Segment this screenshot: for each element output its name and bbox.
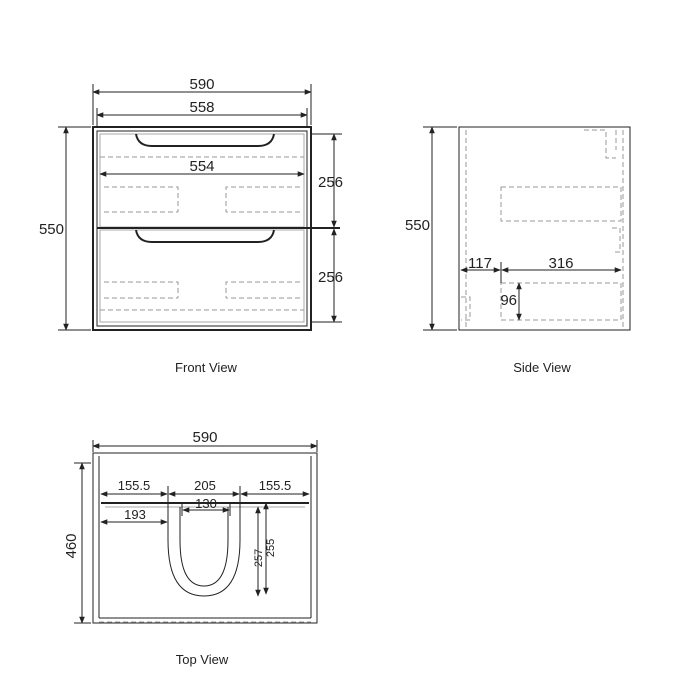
- top-left-depth-label: 193: [124, 507, 146, 522]
- top-cutout-width-label: 205: [194, 478, 216, 493]
- side-view-caption: Side View: [513, 360, 571, 375]
- side-view: 550 117 316 96 Side View: [405, 126, 631, 375]
- bottom-drawer-handle: [135, 229, 275, 243]
- front-overall-width-label: 590: [189, 76, 214, 93]
- top-view-caption: Top View: [176, 652, 229, 667]
- side-drawer-height-label: 96: [500, 292, 517, 309]
- top-cabinet-outline: [92, 452, 318, 624]
- top-drawer-handle: [135, 133, 275, 147]
- top-cutout-depth-b-label: 255: [265, 539, 277, 557]
- front-drawer-width-label: 554: [189, 158, 214, 175]
- top-depth-label: 460: [63, 533, 80, 558]
- top-cutout-depth-a-label: 257: [253, 549, 265, 567]
- top-view: 590 155.5 205 155.5 130 193 257 255 460 …: [63, 429, 318, 667]
- basin-cutout-inner: [179, 507, 229, 587]
- top-inner-cutout-label: 130: [195, 496, 217, 511]
- side-inner-depth-label: 316: [548, 255, 573, 272]
- front-view-caption: Front View: [175, 360, 238, 375]
- top-drawer-face: [99, 133, 305, 228]
- basin-cutout-outer: [167, 503, 241, 597]
- front-height-label: 550: [39, 221, 64, 238]
- front-top-drawer-height-label: 256: [318, 174, 343, 191]
- top-right-margin-label: 155.5: [259, 478, 292, 493]
- side-offset-label: 117: [468, 255, 492, 272]
- front-view: 590 558 554 550 256 256 Front View: [39, 76, 343, 375]
- side-height-label: 550: [405, 217, 430, 234]
- top-left-margin-label: 155.5: [118, 478, 151, 493]
- top-overall-width-label: 590: [192, 429, 217, 446]
- bottom-drawer-face: [99, 229, 305, 323]
- front-bottom-drawer-height-label: 256: [318, 269, 343, 286]
- side-cabinet-outline: [458, 126, 631, 331]
- front-inner-width-label: 558: [189, 99, 214, 116]
